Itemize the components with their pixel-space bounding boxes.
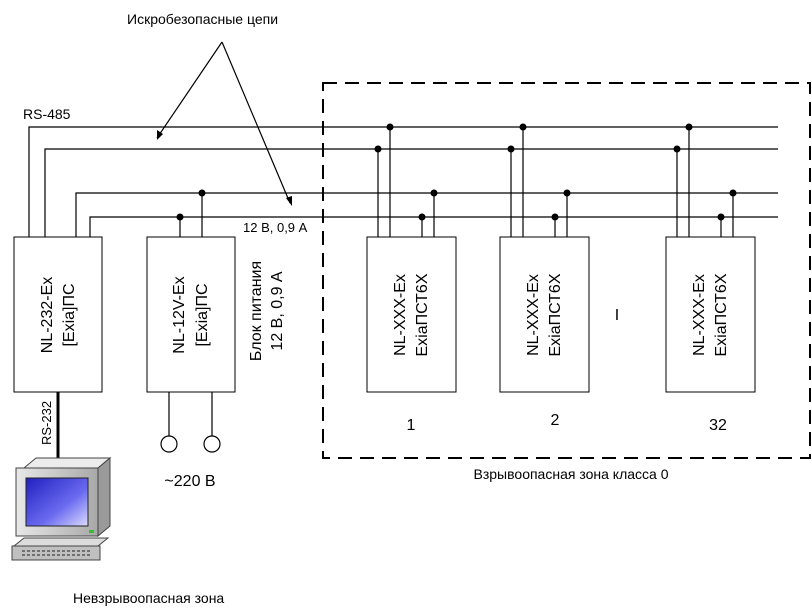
- converter-marking: [Exia]ПС: [61, 283, 78, 346]
- intrinsically-safe-label: Искробезопасные цепи: [127, 11, 278, 27]
- safe-zone-label: Невзрывоопасная зона: [73, 590, 224, 606]
- rs485-line-b: [44, 148, 778, 237]
- power-line-plus: [75, 192, 778, 237]
- converter-model: NL-232-Ex: [39, 277, 56, 353]
- module-2: NL-XXX-Ex ExiaПСТ6Х 2: [499, 236, 590, 429]
- power-supply-marking: [Exia]ПС: [194, 283, 211, 346]
- power-supply-model: NL-12V-Ex: [171, 276, 188, 353]
- rs485-label: RS-485: [23, 106, 71, 122]
- power-line-minus: [89, 216, 778, 237]
- module-1-number: 1: [407, 417, 416, 434]
- power-led: [89, 530, 94, 533]
- rs232-label: RS-232: [39, 401, 54, 445]
- power-rating-label: 12 В, 0,9 А: [243, 220, 308, 235]
- mains-label: ~220 В: [164, 473, 215, 490]
- module-1: NL-XXX-Ex ExiaПСТ6Х 1: [366, 236, 457, 434]
- bus-lines: [28, 126, 778, 237]
- module-1-model: NL-XXX-Ex: [392, 274, 409, 356]
- mains-terminal-right: [203, 435, 221, 453]
- mains-terminal-left: [160, 435, 178, 453]
- hazardous-zone-label: Взрывоопасная зона класса 0: [474, 466, 669, 482]
- junction-dots: [176, 123, 737, 221]
- power-supply-caption: Блок питания: [248, 261, 265, 361]
- module-1-marking: ExiaПСТ6Х: [414, 273, 431, 356]
- rs485-line-a: [28, 126, 778, 237]
- module-2-number: 2: [551, 412, 560, 429]
- mains-plug: [160, 392, 221, 453]
- module-32-number: 32: [709, 417, 727, 434]
- converter-block: NL-232-Ex [Exia]ПС: [13, 236, 103, 393]
- monitor-screen: [25, 477, 89, 527]
- module-32-model: NL-XXX-Ex: [691, 274, 708, 356]
- module-32-marking: ExiaПСТ6Х: [713, 273, 730, 356]
- annotation-arrow-right: [221, 41, 292, 206]
- module-2-model: NL-XXX-Ex: [525, 274, 542, 356]
- module-range-marker: I: [615, 307, 619, 324]
- hazardous-zone-boundary: [322, 82, 811, 459]
- power-supply-rating: 12 В, 0,9 А: [269, 271, 286, 350]
- computer-icon: [11, 456, 112, 561]
- power-supply-block: NL-12V-Ex [Exia]ПС Блок питания 12 В, 0,…: [146, 236, 286, 393]
- module-32: NL-XXX-Ex ExiaПСТ6Х 32: [665, 236, 756, 434]
- annotation-arrow-left: [156, 41, 223, 140]
- module-2-marking: ExiaПСТ6Х: [547, 273, 564, 356]
